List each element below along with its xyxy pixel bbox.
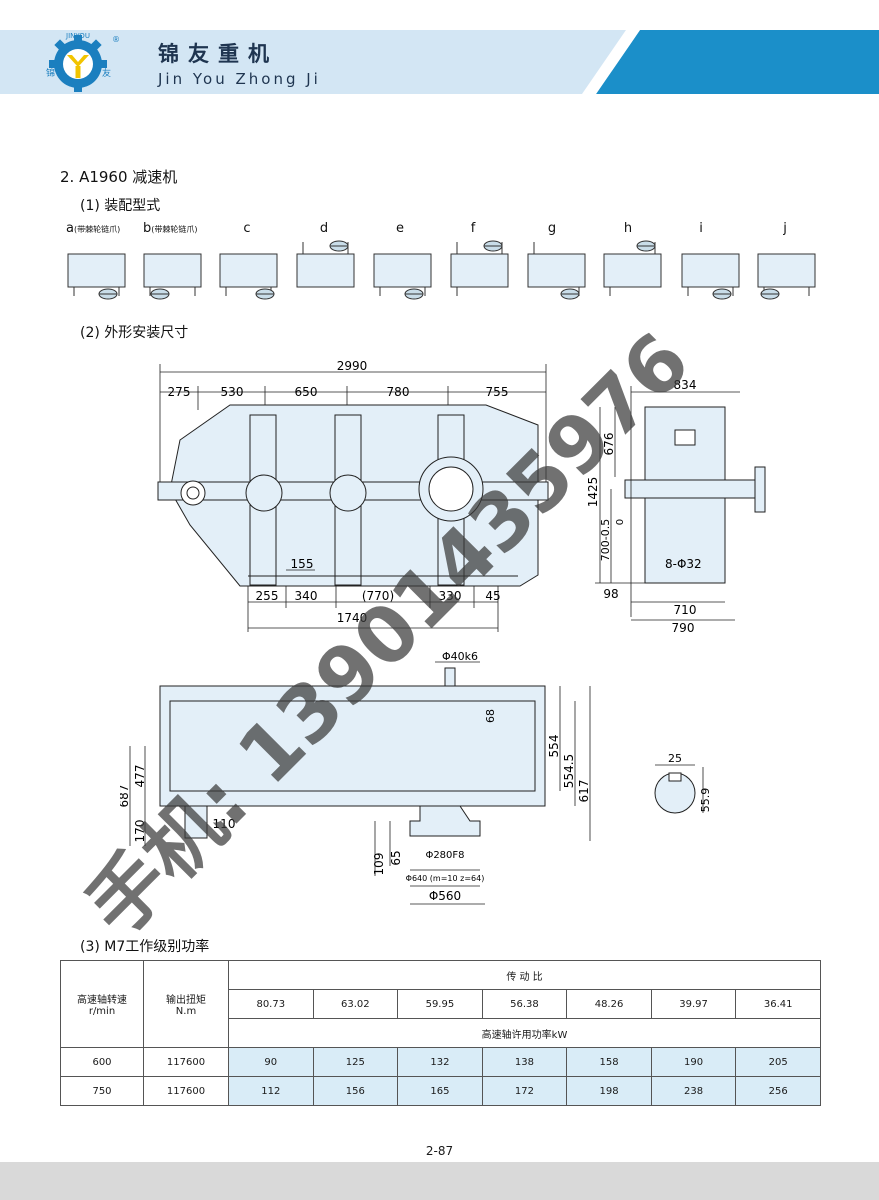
key-dim-55-9: 55.9 [699, 788, 712, 813]
dim-bottom-3: (770) [362, 589, 394, 603]
table-cell-power: 256 [735, 1076, 821, 1106]
logo-left-char: 锦 [46, 67, 55, 79]
page-number: 2-87 [425, 1144, 454, 1158]
power-table-heading: (3) M7工作级别功率 [80, 939, 210, 955]
ratio-cell: 39.97 [650, 989, 737, 1019]
top-dim-phi280: Φ280F8 [425, 850, 464, 861]
top-dim-687: 687 [120, 785, 131, 808]
top-dim-170: 170 [133, 820, 147, 843]
key-dim-25: 25 [668, 752, 682, 765]
ratio-cell: 80.73 [228, 989, 314, 1019]
top-dim-554-5: 554.5 [562, 754, 576, 788]
top-dim-65: 65 [389, 850, 403, 865]
side-dim-834: 834 [674, 378, 697, 392]
logo-arc-text: JINYOU [65, 32, 90, 40]
table-cell-power: 172 [481, 1076, 568, 1106]
dim-top-5: 755 [486, 385, 509, 399]
top-view-drawing: Φ40k6 68 554 554.5 617 687 477 170 110 1… [120, 650, 591, 905]
assembly-form-icons [67, 240, 816, 300]
side-dim-700: 700-0.5 [599, 519, 612, 561]
dim-top-1: 275 [168, 385, 191, 399]
side-view-drawing: 834 676 1425 0 700-0.5 8-Φ32 98 710 790 [586, 378, 766, 635]
form-label-f: f [470, 221, 476, 236]
top-dim-68: 68 [484, 709, 497, 723]
brand-name-en: Jin You Zhong Ji [158, 70, 321, 88]
table-cell-power: 190 [650, 1047, 737, 1077]
dimensions-heading: (2) 外形安装尺寸 [80, 325, 189, 341]
footer-band [0, 1162, 879, 1200]
form-label-g: g [547, 221, 557, 236]
side-dim-holes: 8-Φ32 [665, 557, 702, 571]
table-cell-speed: 600 [60, 1047, 144, 1077]
form-label-j: j [783, 221, 787, 236]
dim-top-3: 650 [295, 385, 318, 399]
section-title: 2. A1960 减速机 [60, 168, 178, 186]
table-cell-power: 198 [566, 1076, 652, 1106]
side-dim-tol: 0 [615, 519, 626, 525]
table-cell-power: 125 [312, 1047, 399, 1077]
dim-top-4: 780 [387, 385, 410, 399]
ratio-header: 传 动 比 [228, 960, 821, 990]
table-cell-power: 132 [397, 1047, 483, 1077]
table-cell-power: 238 [650, 1076, 737, 1106]
ratio-cell: 56.38 [481, 989, 568, 1019]
top-dim-109: 109 [372, 853, 386, 876]
form-label-e: e [396, 221, 404, 236]
front-view-drawing: 2990 275 530 650 780 755 155 255 340 (77… [157, 359, 549, 632]
table-cell-power: 112 [228, 1076, 314, 1106]
assembly-heading: (1) 装配型式 [80, 198, 161, 214]
form-label-b: b(带棘轮链爪) [143, 221, 198, 236]
ratio-cell: 36.41 [735, 989, 821, 1019]
ratio-cell: 48.26 [566, 989, 652, 1019]
form-label-h: h [623, 221, 633, 236]
ratio-cell: 63.02 [312, 989, 399, 1019]
company-logo: JINYOU 锦 友 ® [46, 32, 120, 92]
side-dim-676: 676 [602, 433, 616, 456]
form-label-c: c [243, 221, 251, 236]
top-dim-477: 477 [133, 765, 147, 788]
side-dim-1425: 1425 [586, 477, 600, 508]
dim-top-2: 530 [221, 385, 244, 399]
dim-bottom-1: 255 [256, 589, 279, 603]
table-cell-torque: 117600 [143, 1047, 229, 1077]
table-cell-power: 138 [481, 1047, 568, 1077]
table-cell-power: 156 [312, 1076, 399, 1106]
side-dim-98: 98 [603, 587, 618, 601]
dim-overall: 2990 [337, 359, 368, 373]
top-dim-shaft: Φ40k6 [442, 650, 478, 663]
table-cell-power: 90 [228, 1047, 314, 1077]
table-cell-torque: 117600 [143, 1076, 229, 1106]
dim-bottom-2: 340 [295, 589, 318, 603]
form-label-i: i [699, 221, 703, 236]
dim-bottom-5: 45 [485, 589, 500, 603]
side-dim-710: 710 [674, 603, 697, 617]
table-cell-speed: 750 [60, 1076, 144, 1106]
table-cell-power: 165 [397, 1076, 483, 1106]
dim-bottom-4: 330 [439, 589, 462, 603]
dim-155: 155 [291, 557, 314, 571]
top-dim-617: 617 [577, 780, 591, 803]
side-dim-790: 790 [672, 621, 695, 635]
top-dim-phi560: Φ560 [429, 889, 461, 903]
keyway-section-drawing: 25 55.9 [654, 752, 712, 814]
header-band [0, 30, 879, 94]
form-label-a: a(带棘轮链爪) [66, 221, 121, 236]
logo-right-char: 友 [102, 67, 111, 79]
table-cell-power: 158 [566, 1047, 652, 1077]
top-dim-554: 554 [547, 735, 561, 758]
brand-name-cn: 锦友重机 [158, 42, 278, 66]
form-label-d: d [319, 221, 329, 236]
top-dim-phi640: Φ640 (m=10 z=64) [406, 874, 485, 883]
dim-bottom-total: 1740 [337, 611, 368, 625]
registered-mark: ® [112, 35, 120, 44]
top-dim-110: 110 [213, 817, 236, 831]
table-cell-power: 205 [735, 1047, 821, 1077]
power-unit-header: 高速轴许用功率kW [228, 1018, 821, 1048]
ratio-cell: 59.95 [397, 989, 483, 1019]
